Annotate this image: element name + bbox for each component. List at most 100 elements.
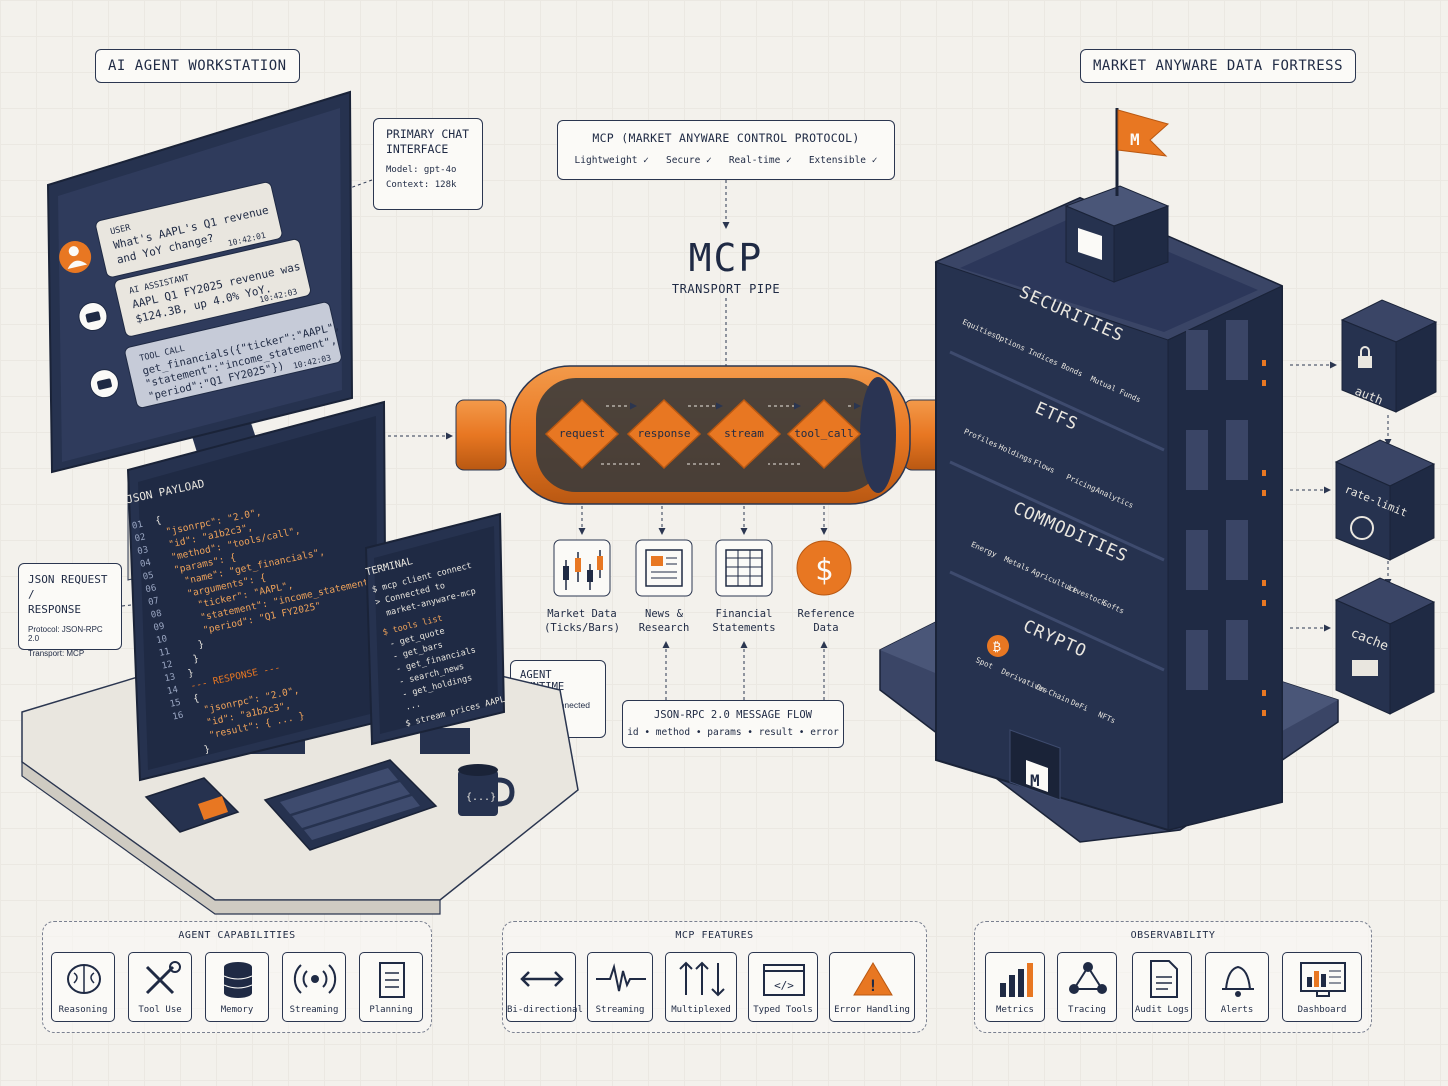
door-logo-letter: M <box>1030 771 1040 790</box>
json-request-card: JSON REQUEST / RESPONSE Protocol: JSON-R… <box>18 563 122 658</box>
feature-extensible: Extensible ✓ <box>808 155 878 166</box>
svg-text:!: ! <box>868 976 878 995</box>
svg-text:{: { <box>154 515 162 527</box>
mcp-protocol-card: MCP (MARKET ANYWARE CONTROL PROTOCOL) Li… <box>557 120 895 180</box>
svg-text:01: 01 <box>131 520 144 532</box>
svg-text:13: 13 <box>164 672 177 684</box>
fortress-flag <box>1117 109 1170 157</box>
warning-icon: ! <box>853 962 893 996</box>
bidirectional-arrow-icon <box>520 971 564 987</box>
pipe-node-stream <box>706 398 782 470</box>
panel-mcp-features: MCP FEATURES Bi-directional Streaming Mu… <box>502 921 927 1033</box>
dollar-icon <box>796 540 852 596</box>
msg-user-role: USER <box>109 223 132 238</box>
code-window-icon: </> <box>763 964 805 996</box>
panel-agent-capabilities-title: AGENT CAPABILITIES <box>178 930 296 941</box>
svg-text:14: 14 <box>166 685 179 697</box>
mcp-protocol-title: MCP (MARKET ANYWARE CONTROL PROTOCOL) <box>592 131 860 145</box>
service-cubes: auth rate-limit cache <box>1334 299 1438 715</box>
brain-icon <box>67 964 101 994</box>
tile-streaming: Streaming <box>282 952 346 1022</box>
tools-icon <box>145 961 181 995</box>
pipe-node-tool-call <box>786 398 862 470</box>
json-card-transport: Transport: MCP <box>28 649 85 658</box>
header-right-text: MARKET ANYWARE DATA FORTRESS <box>1093 58 1344 74</box>
tile-error-handling: ! Error Handling <box>829 952 915 1022</box>
svg-text:10: 10 <box>156 634 169 646</box>
fortress-door-logo <box>1026 760 1048 792</box>
coffee-mug: {...} <box>458 764 515 816</box>
tile-tracing: Tracing <box>1057 952 1117 1022</box>
keypad <box>144 777 240 833</box>
clipboard-icon <box>379 962 405 998</box>
tile-metrics: Metrics <box>985 952 1045 1022</box>
pipe-label-stream: stream <box>724 427 764 440</box>
svg-text:}: } <box>197 639 205 651</box>
transport-pipe-label: TRANSPORT PIPE <box>671 282 781 296</box>
chat-card-title-1: PRIMARY CHAT <box>386 127 470 141</box>
panel-mcp-features-title: MCP FEATURES <box>675 930 754 941</box>
cache-cube: cache <box>1334 577 1436 715</box>
svg-text:06: 06 <box>145 583 158 595</box>
svg-text:15: 15 <box>169 698 182 710</box>
waveform-icon <box>596 963 646 992</box>
json-rpc-flow-card: JSON-RPC 2.0 MESSAGE FLOW id • method • … <box>622 700 844 748</box>
multiplex-arrows-icon <box>679 961 725 997</box>
svg-text:...: ... <box>404 699 421 712</box>
market-anyware-fortress: M M <box>879 108 1339 843</box>
stack-icon <box>1352 660 1378 676</box>
tile-memory: Memory <box>205 952 269 1022</box>
bell-icon <box>1222 965 1254 997</box>
svg-text:{: { <box>192 693 200 705</box>
feature-secure: Secure ✓ <box>665 155 712 166</box>
svg-text:07: 07 <box>147 596 160 608</box>
pipe-node-response <box>626 398 702 470</box>
bitcoin-icon <box>987 635 1009 657</box>
gauge-icon <box>1350 516 1374 540</box>
svg-text:16: 16 <box>172 710 185 722</box>
mcp-big-label: MCP <box>688 236 764 280</box>
tile-typed-tools: </> Typed Tools <box>748 952 818 1022</box>
spreadsheet-icon <box>715 539 773 597</box>
svg-text:05: 05 <box>142 571 155 583</box>
pipe-label-tool-call: tool_call <box>794 427 854 440</box>
chat-messages: USER What's AAPL's Q1 revenue and YoY ch… <box>59 181 342 409</box>
svg-text:11: 11 <box>158 647 171 659</box>
tile-dashboard: Dashboard <box>1282 952 1362 1022</box>
header-left-text: AI AGENT WORKSTATION <box>108 58 287 74</box>
json-card-title-2: RESPONSE <box>28 603 81 616</box>
bar-chart-icon <box>1000 963 1033 997</box>
pipe-label-request: request <box>559 427 605 440</box>
header-market-anyware-fortress: MARKET ANYWARE DATA FORTRESS <box>1080 49 1357 83</box>
source-news: News &Research <box>638 608 690 634</box>
terminal-monitor <box>364 512 506 754</box>
json-card-title-1: JSON REQUEST / <box>28 573 108 601</box>
primary-chat-card: PRIMARY CHAT INTERFACE Model: gpt-4o Con… <box>373 118 483 210</box>
json-line-numbers: 01 02 03 04 05 06 07 08 09 10 11 12 13 1… <box>131 520 184 723</box>
chat-card-model: Model: gpt-4o <box>386 165 457 175</box>
chat-card-title-2: INTERFACE <box>386 142 449 156</box>
svg-text:08: 08 <box>150 609 163 621</box>
json-card-protocol: Protocol: JSON-RPC 2.0 <box>28 625 103 643</box>
svg-text:₿: ₿ <box>993 640 1001 655</box>
svg-text:12: 12 <box>161 660 174 672</box>
source-market-data: Market Data(Ticks/Bars) <box>544 608 620 634</box>
candlestick-icon <box>553 539 611 597</box>
news-icon <box>635 539 693 597</box>
auth-cube: auth <box>1340 299 1438 413</box>
rate-limit-cube: rate-limit <box>1334 439 1436 561</box>
svg-text:$: $ <box>815 553 833 588</box>
svg-text:02: 02 <box>134 532 147 544</box>
rpc-flow-title: JSON-RPC 2.0 MESSAGE FLOW <box>653 709 813 721</box>
database-icon <box>223 962 253 998</box>
tile-reasoning: Reasoning <box>51 952 115 1022</box>
mug-label: {...} <box>466 792 496 803</box>
feature-lightweight: Lightweight ✓ <box>574 155 649 166</box>
svg-text:}: } <box>203 744 211 756</box>
fortress-rooftop-logo <box>1078 228 1102 260</box>
tile-tool-use: Tool Use <box>128 952 192 1022</box>
svg-text:</>: </> <box>774 979 794 992</box>
